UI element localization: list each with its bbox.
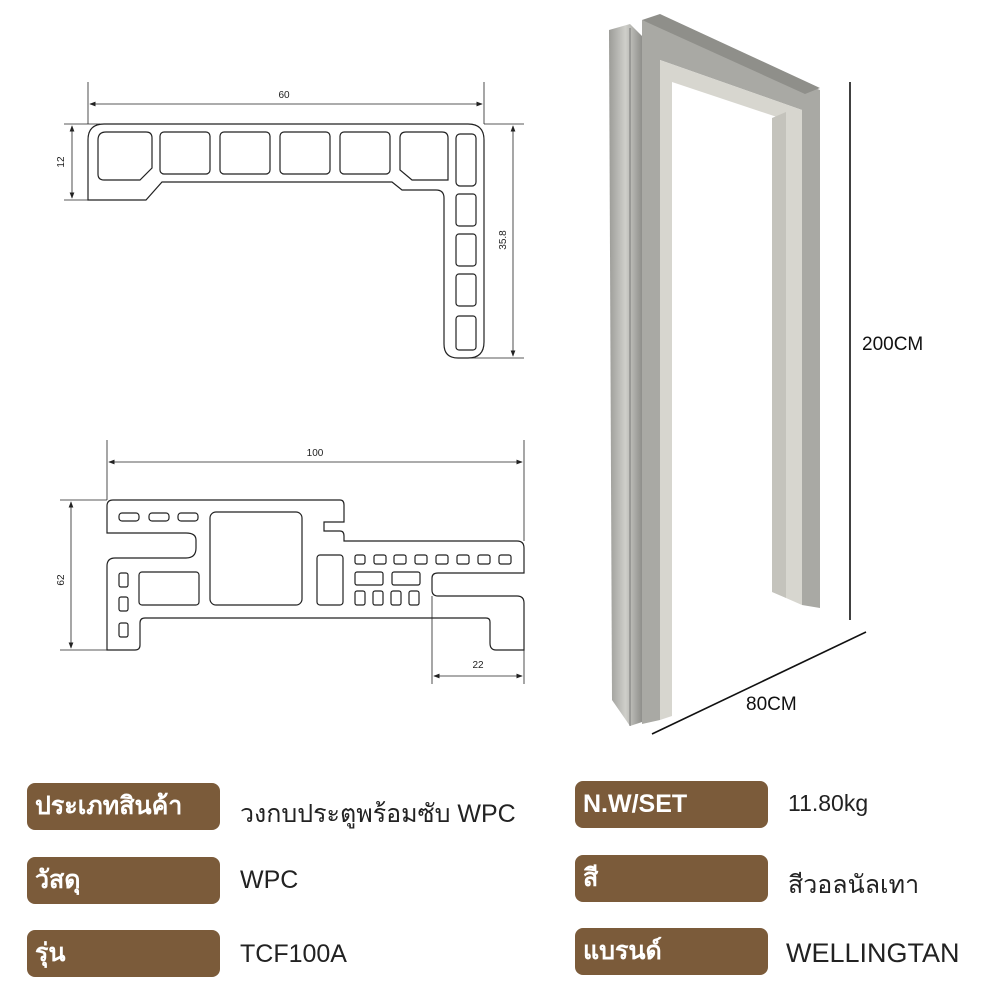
top-profile-drawing	[64, 82, 524, 359]
door-frame-dimensions	[651, 82, 867, 735]
spec-label-product-type: ประเภทสินค้า	[27, 783, 220, 830]
spec-label-material: วัสดุ	[27, 857, 220, 904]
bottom-profile-drawing	[60, 440, 525, 684]
top-width-label: 60	[278, 90, 290, 101]
top-height-label: 12	[56, 156, 67, 168]
bottom-rebate-label: 22	[472, 660, 484, 671]
spec-value-brand: WELLINGTAN	[786, 938, 960, 968]
spec-value-product-type: วงกบประตูพร้อมซับ WPC	[240, 800, 516, 828]
spec-label-brand: แบรนด์	[575, 928, 768, 975]
frame-height-label: 200CM	[862, 334, 924, 355]
door-frame-image	[609, 14, 820, 726]
top-depth-label: 35.8	[498, 230, 509, 250]
bottom-width-label: 100	[307, 448, 324, 459]
spec-label-net-weight: N.W/SET	[575, 781, 768, 828]
spec-label-color: สี	[575, 855, 768, 902]
frame-width-label: 80CM	[746, 694, 797, 715]
spec-value-material: WPC	[240, 866, 299, 894]
spec-label-model: รุ่น	[27, 930, 220, 977]
spec-value-net-weight: 11.80kg	[788, 790, 869, 816]
spec-value-model: TCF100A	[240, 940, 347, 968]
spec-value-color: สีวอลนัลเทา	[788, 871, 920, 899]
bottom-height-label: 62	[56, 574, 67, 586]
